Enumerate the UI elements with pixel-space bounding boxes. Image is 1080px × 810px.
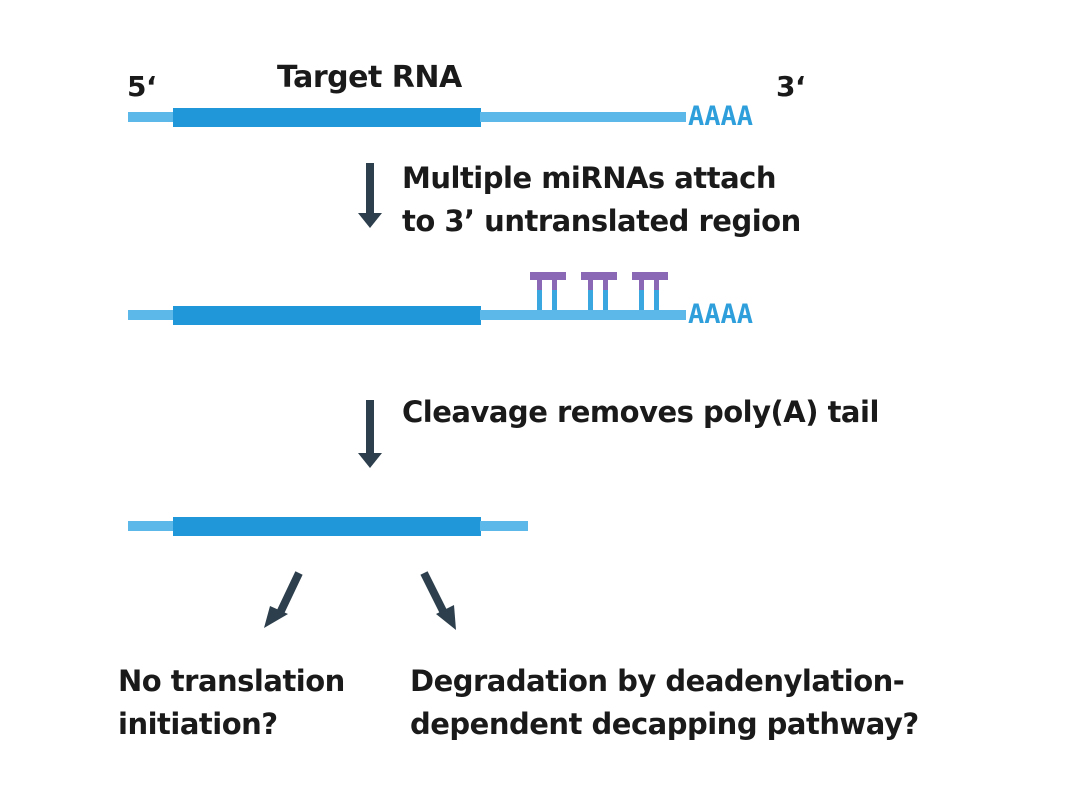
- outcome-1-line-2: initiation?: [118, 707, 278, 741]
- rna-thin-5prime: [128, 521, 174, 531]
- rna-thin-3utr: [480, 521, 528, 531]
- step-2-caption: Cleavage removes poly(A) tail: [402, 392, 879, 432]
- three-prime-label: 3‘: [776, 70, 806, 103]
- outcome-degradation: Degradation by deadenylation- dependent …: [410, 660, 919, 746]
- down-arrow-icon: [358, 400, 382, 468]
- outcome-no-translation: No translation initiation?: [118, 660, 345, 746]
- mirna-icon: [530, 272, 566, 310]
- down-arrow-icon: [358, 163, 382, 228]
- mirna-group: [530, 272, 668, 310]
- rna-thin-5prime: [128, 112, 174, 122]
- rna-thin-3utr: [480, 310, 686, 320]
- outcome-2-line-1: Degradation by deadenylation-: [410, 664, 905, 698]
- five-prime-label: 5‘: [127, 70, 157, 103]
- outcome-1-line-1: No translation: [118, 664, 345, 698]
- target-rna-strand: [128, 108, 686, 127]
- rna-coding-region: [173, 306, 481, 325]
- diagonal-arrow-right-icon: [420, 571, 456, 630]
- poly-a-tail: AAAA: [688, 299, 754, 330]
- diagonal-arrow-left-icon: [264, 571, 303, 628]
- rna-coding-region: [173, 108, 481, 127]
- rna-thin-5prime: [128, 310, 174, 320]
- step-1-line-1: Multiple miRNAs attach: [402, 161, 776, 195]
- target-rna-title: Target RNA: [277, 60, 462, 95]
- cleaved-rna-strand: [128, 517, 528, 536]
- outcome-2-line-2: dependent decapping pathway?: [410, 707, 919, 741]
- rna-thin-3utr: [480, 112, 686, 122]
- rna-with-mirnas-strand: [128, 306, 686, 325]
- step-1-line-2: to 3’ untranslated region: [402, 204, 801, 238]
- mirna-icon: [632, 272, 668, 310]
- step-1-caption: Multiple miRNAs attach to 3’ untranslate…: [402, 157, 801, 243]
- poly-a-tail: AAAA: [688, 101, 754, 132]
- mirna-icon: [581, 272, 617, 310]
- step-2-line-1: Cleavage removes poly(A) tail: [402, 395, 879, 429]
- rna-coding-region: [173, 517, 481, 536]
